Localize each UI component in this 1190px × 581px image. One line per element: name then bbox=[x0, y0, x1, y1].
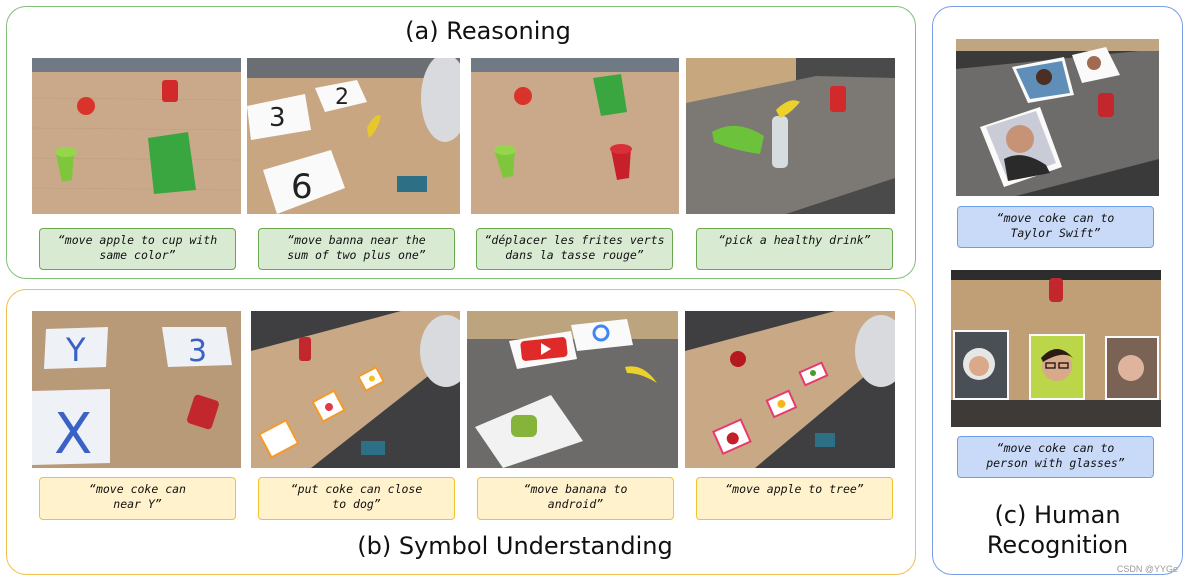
svg-text:Y: Y bbox=[65, 331, 86, 369]
symbol-photo-1: Y 3 X bbox=[32, 311, 241, 468]
symbol-photo-2 bbox=[251, 311, 460, 468]
reasoning-photo-2: 3 2 6 bbox=[247, 58, 460, 214]
symbol-instruction-4: “move apple to tree” bbox=[696, 477, 893, 520]
svg-text:3: 3 bbox=[188, 334, 207, 369]
reasoning-instruction-3: “déplacer les frites verts dans la tasse… bbox=[476, 228, 673, 270]
symbol-instruction-1: “move coke can near Y” bbox=[39, 477, 236, 520]
symbol-instruction-2: “put coke can close to dog” bbox=[258, 477, 455, 520]
svg-text:2: 2 bbox=[335, 85, 349, 110]
reasoning-title: (a) Reasoning bbox=[405, 17, 571, 45]
symbol-understanding-panel bbox=[6, 289, 916, 575]
reasoning-instruction-1: “move apple to cup with same color” bbox=[39, 228, 236, 270]
reasoning-panel bbox=[6, 6, 916, 279]
svg-text:3: 3 bbox=[269, 103, 286, 133]
human-photo-2 bbox=[951, 270, 1161, 427]
human-recognition-title: (c) Human Recognition bbox=[932, 500, 1183, 560]
svg-text:6: 6 bbox=[291, 167, 313, 207]
symbol-understanding-title: (b) Symbol Understanding bbox=[357, 532, 673, 560]
svg-text:X: X bbox=[54, 402, 92, 467]
symbol-photo-4 bbox=[685, 311, 895, 468]
human-recognition-title-line1: (c) Human bbox=[994, 501, 1121, 529]
reasoning-photo-4 bbox=[686, 58, 895, 214]
symbol-instruction-3: “move banana to android” bbox=[477, 477, 674, 520]
reasoning-photo-3 bbox=[471, 58, 679, 214]
human-recognition-title-line2: Recognition bbox=[986, 531, 1129, 559]
reasoning-instruction-2: “move banna near the sum of two plus one… bbox=[258, 228, 455, 270]
human-recognition-panel bbox=[932, 6, 1183, 575]
human-instruction-2: “move coke can to person with glasses” bbox=[957, 436, 1154, 478]
human-photo-1 bbox=[956, 39, 1159, 196]
human-instruction-1: “move coke can to Taylor Swift” bbox=[957, 206, 1154, 248]
watermark: CSDN @YYGe bbox=[1116, 564, 1178, 574]
reasoning-instruction-4: “pick a healthy drink” bbox=[696, 228, 893, 270]
symbol-photo-3 bbox=[467, 311, 678, 468]
reasoning-photo-1 bbox=[32, 58, 241, 214]
